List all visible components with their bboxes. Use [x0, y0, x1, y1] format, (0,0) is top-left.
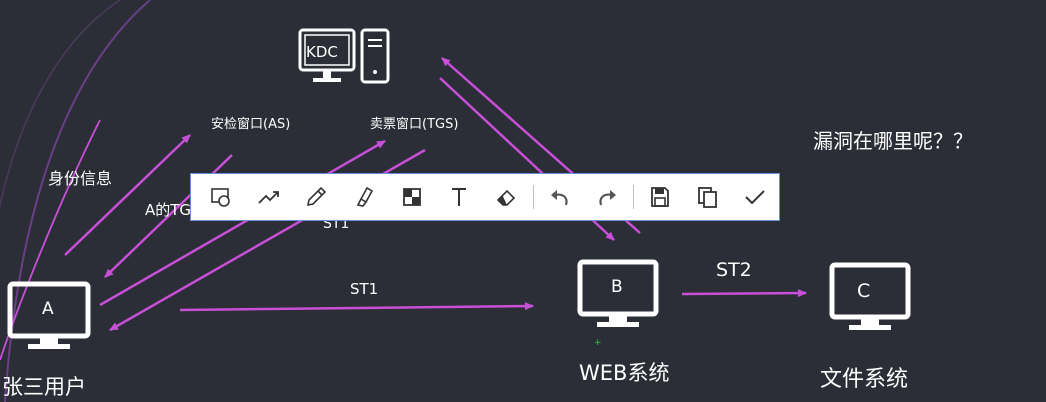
identity-label: 身份信息: [48, 169, 113, 188]
arrow-a-to-as: [64, 134, 191, 256]
highlighter-icon: [356, 186, 373, 207]
copy-button[interactable]: [684, 174, 732, 220]
monitor-a-icon: [7, 281, 91, 349]
toolbar-divider: [532, 185, 534, 209]
shape-tool-button[interactable]: [197, 174, 245, 220]
decorative-arc: [4, 0, 151, 402]
undo-button[interactable]: [536, 174, 584, 220]
kdc-label: KDC: [306, 43, 338, 61]
question-label: 漏洞在哪里呢？？: [813, 129, 973, 153]
kdc-monitor-icon: [298, 28, 356, 82]
annotation-toolbar: [190, 173, 780, 221]
eraser-icon: [496, 189, 515, 206]
node-b-label: B: [611, 277, 623, 297]
tgs-window-label: 卖票窗口(TGS): [370, 117, 459, 132]
text-icon: [452, 188, 467, 206]
redo-icon: [599, 190, 617, 206]
st1-label: ST1: [350, 280, 379, 298]
web-system-label: WEB系统: [579, 361, 670, 385]
confirm-button[interactable]: [731, 174, 779, 220]
eraser-tool-button[interactable]: [483, 174, 531, 220]
redo-button[interactable]: [583, 174, 631, 220]
arrow-a-to-b: [179, 302, 534, 312]
monitor-c-icon: [829, 262, 911, 330]
save-button[interactable]: [636, 174, 684, 220]
line-tool-button[interactable]: [245, 174, 293, 220]
undo-icon: [550, 190, 568, 206]
pencil-tool-button[interactable]: [292, 174, 340, 220]
decorative-arc: [0, 0, 121, 209]
st2-label: ST2: [716, 259, 752, 281]
cursor-mark: +: [594, 338, 602, 348]
as-window-label: 安检窗口(AS): [211, 117, 291, 132]
copy-icon: [697, 187, 717, 208]
file-system-label: 文件系统: [820, 367, 909, 392]
shape-icon: [211, 188, 230, 207]
mosaic-icon: [402, 188, 421, 206]
save-icon: [650, 187, 669, 207]
toolbar-divider: [633, 185, 635, 209]
highlighter-tool-button[interactable]: [340, 174, 388, 220]
node-c-label: C: [857, 280, 871, 302]
text-tool-button[interactable]: [435, 174, 483, 220]
arrow-b-to-c: [681, 289, 807, 298]
arrow-a-to-tgs: [99, 139, 386, 307]
node-a-label: A: [42, 299, 54, 319]
confirm-icon: [745, 190, 765, 205]
line-icon: [257, 191, 279, 204]
server-tower-icon: [360, 28, 390, 84]
mosaic-tool-button[interactable]: [388, 174, 436, 220]
zhangsan-user-label: 张三用户: [2, 375, 86, 399]
monitor-b-icon: [577, 259, 659, 327]
pencil-icon: [307, 186, 327, 207]
a-tgt-label: A的TG: [145, 201, 192, 219]
